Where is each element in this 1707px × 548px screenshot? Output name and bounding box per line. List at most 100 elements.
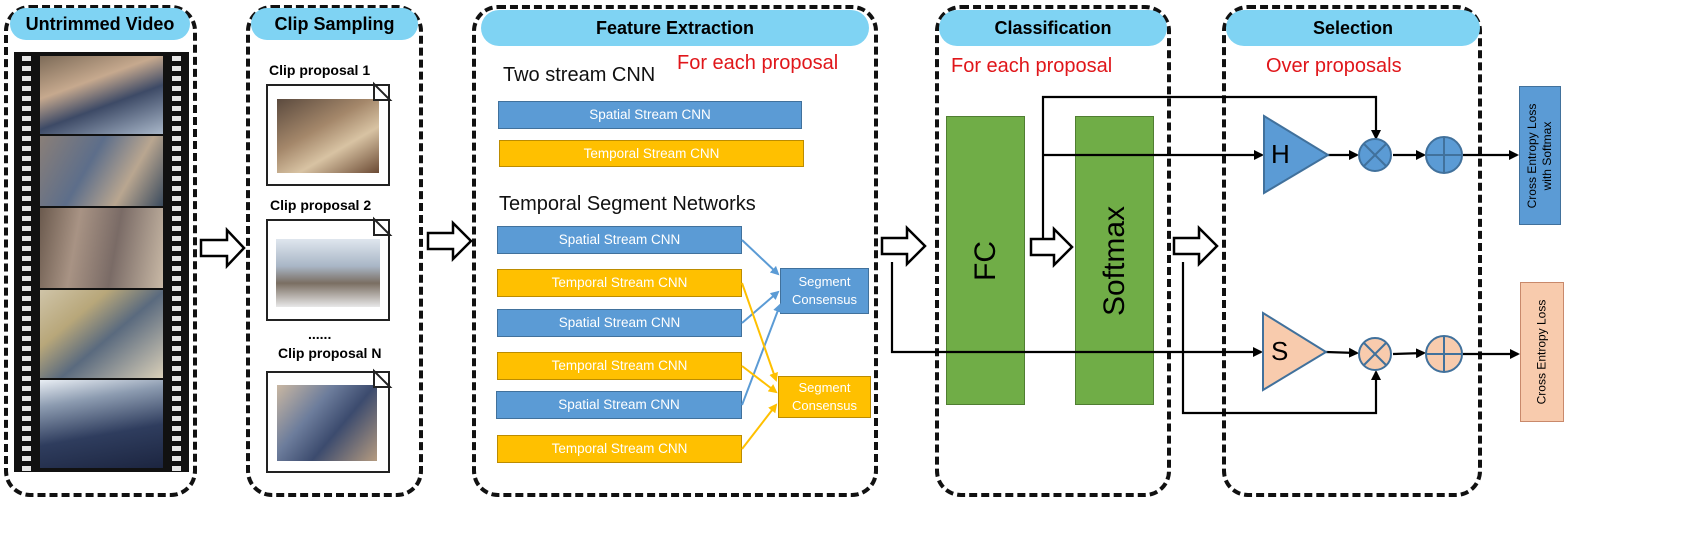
film-perforation xyxy=(22,96,31,101)
film-perforation xyxy=(22,416,31,421)
tsn-link-temporal-3 xyxy=(741,403,778,450)
film-perforation xyxy=(22,186,31,191)
classification-header: Classification xyxy=(939,10,1167,46)
s-label: S xyxy=(1271,336,1289,366)
video-frame-5 xyxy=(40,380,163,468)
temporal-segment-consensus: Segment Consensus xyxy=(778,376,871,418)
film-perforation xyxy=(22,136,31,141)
stage-arrow-1 xyxy=(199,226,246,270)
classification-note: For each proposal xyxy=(951,55,1113,77)
film-perforation xyxy=(22,336,31,341)
film-perforation xyxy=(22,426,31,431)
film-perforation xyxy=(172,196,181,201)
film-perforation xyxy=(172,346,181,351)
film-perforations xyxy=(22,56,181,471)
film-perforation xyxy=(22,466,31,471)
selection-header: Selection xyxy=(1226,10,1480,46)
h-triangle xyxy=(1263,114,1330,195)
untrimmed-video-header: Untrimmed Video xyxy=(10,8,190,40)
clip-proposal-n-label: Clip proposal N xyxy=(278,345,382,361)
s-triangle xyxy=(1262,311,1328,392)
film-perforation xyxy=(172,146,181,151)
film-perforation xyxy=(172,326,181,331)
tsn-link-spatial-2 xyxy=(741,290,780,324)
film-perforation xyxy=(172,236,181,241)
softmax-to-mult-s-line xyxy=(1181,262,1381,415)
stage-arrow-3 xyxy=(880,224,927,268)
film-perforation xyxy=(172,356,181,361)
tsn-link-temporal-1 xyxy=(741,282,778,382)
film-perforation xyxy=(172,136,181,141)
film-perforation xyxy=(172,446,181,451)
feature-extraction-note: For each proposal xyxy=(677,52,839,74)
h-label: H xyxy=(1271,139,1290,169)
film-perforation xyxy=(22,356,31,361)
clip-card-2-fold xyxy=(373,216,393,236)
clip-card-n-fold xyxy=(373,368,393,388)
film-perforation xyxy=(22,406,31,411)
stage-arrow-5 xyxy=(1172,224,1219,268)
film-perforation xyxy=(172,176,181,181)
selection-panel xyxy=(1222,5,1482,497)
film-perforation xyxy=(22,146,31,151)
clip-proposal-1-thumbnail xyxy=(277,99,379,173)
tsn-temporal-block-3: Temporal Stream CNN xyxy=(497,435,742,463)
clip-proposal-1-card xyxy=(266,84,390,186)
tsn-temporal-block-2: Temporal Stream CNN xyxy=(497,352,742,380)
film-perforation xyxy=(172,126,181,131)
film-perforation xyxy=(172,456,181,461)
clip-sampling-header: Clip Sampling xyxy=(251,8,418,40)
film-perforation xyxy=(22,126,31,131)
film-perforation xyxy=(22,446,31,451)
stage-arrow-2 xyxy=(426,219,473,263)
film-perforation xyxy=(172,106,181,111)
film-perforation xyxy=(22,316,31,321)
clip-proposal-n-thumbnail xyxy=(277,385,377,461)
tsn-temporal-block-1: Temporal Stream CNN xyxy=(497,269,742,297)
clip-proposal-2-card xyxy=(266,219,390,321)
film-perforation xyxy=(172,66,181,71)
mult-s-to-sum-line xyxy=(1392,348,1426,359)
film-perforation xyxy=(172,56,181,61)
clip-proposal-n-card xyxy=(266,371,390,473)
film-perforation xyxy=(172,376,181,381)
film-perforation xyxy=(22,116,31,121)
film-perforation xyxy=(172,86,181,91)
film-perforation xyxy=(172,296,181,301)
stage-arrow-4 xyxy=(1029,225,1074,269)
film-perforation xyxy=(22,76,31,81)
clip-ellipsis: ...... xyxy=(308,326,332,342)
tsn-spatial-block-1: Spatial Stream CNN xyxy=(497,226,742,254)
spatial-segment-consensus: Segment Consensus xyxy=(780,268,869,314)
feature-extraction-panel xyxy=(472,5,878,497)
features-to-s-line xyxy=(890,262,1263,357)
tsn-link-spatial-3 xyxy=(741,303,782,406)
film-perforation xyxy=(22,66,31,71)
film-perforation xyxy=(22,56,31,61)
video-frame-2 xyxy=(40,136,163,206)
tsn-link-temporal-2 xyxy=(741,365,778,394)
film-perforation xyxy=(172,316,181,321)
film-perforation xyxy=(172,386,181,391)
fc-block: FC xyxy=(946,116,1025,405)
film-perforation xyxy=(22,206,31,211)
film-perforation xyxy=(22,456,31,461)
film-perforation xyxy=(172,166,181,171)
film-perforation xyxy=(22,196,31,201)
film-perforation xyxy=(22,286,31,291)
film-perforation xyxy=(172,336,181,341)
film-perforation xyxy=(22,176,31,181)
classification-panel xyxy=(935,5,1171,497)
tsn-title: Temporal Segment Networks xyxy=(499,193,756,215)
film-perforation xyxy=(22,376,31,381)
film-perforation xyxy=(22,106,31,111)
film-perforation xyxy=(22,266,31,271)
film-perforation xyxy=(22,386,31,391)
two-stream-spatial-block: Spatial Stream CNN xyxy=(498,101,802,129)
two-stream-cnn-title: Two stream CNN xyxy=(503,64,656,86)
s-to-mult-line xyxy=(1325,347,1359,358)
film-perforation xyxy=(172,266,181,271)
clip-card-1-fold xyxy=(373,81,393,101)
